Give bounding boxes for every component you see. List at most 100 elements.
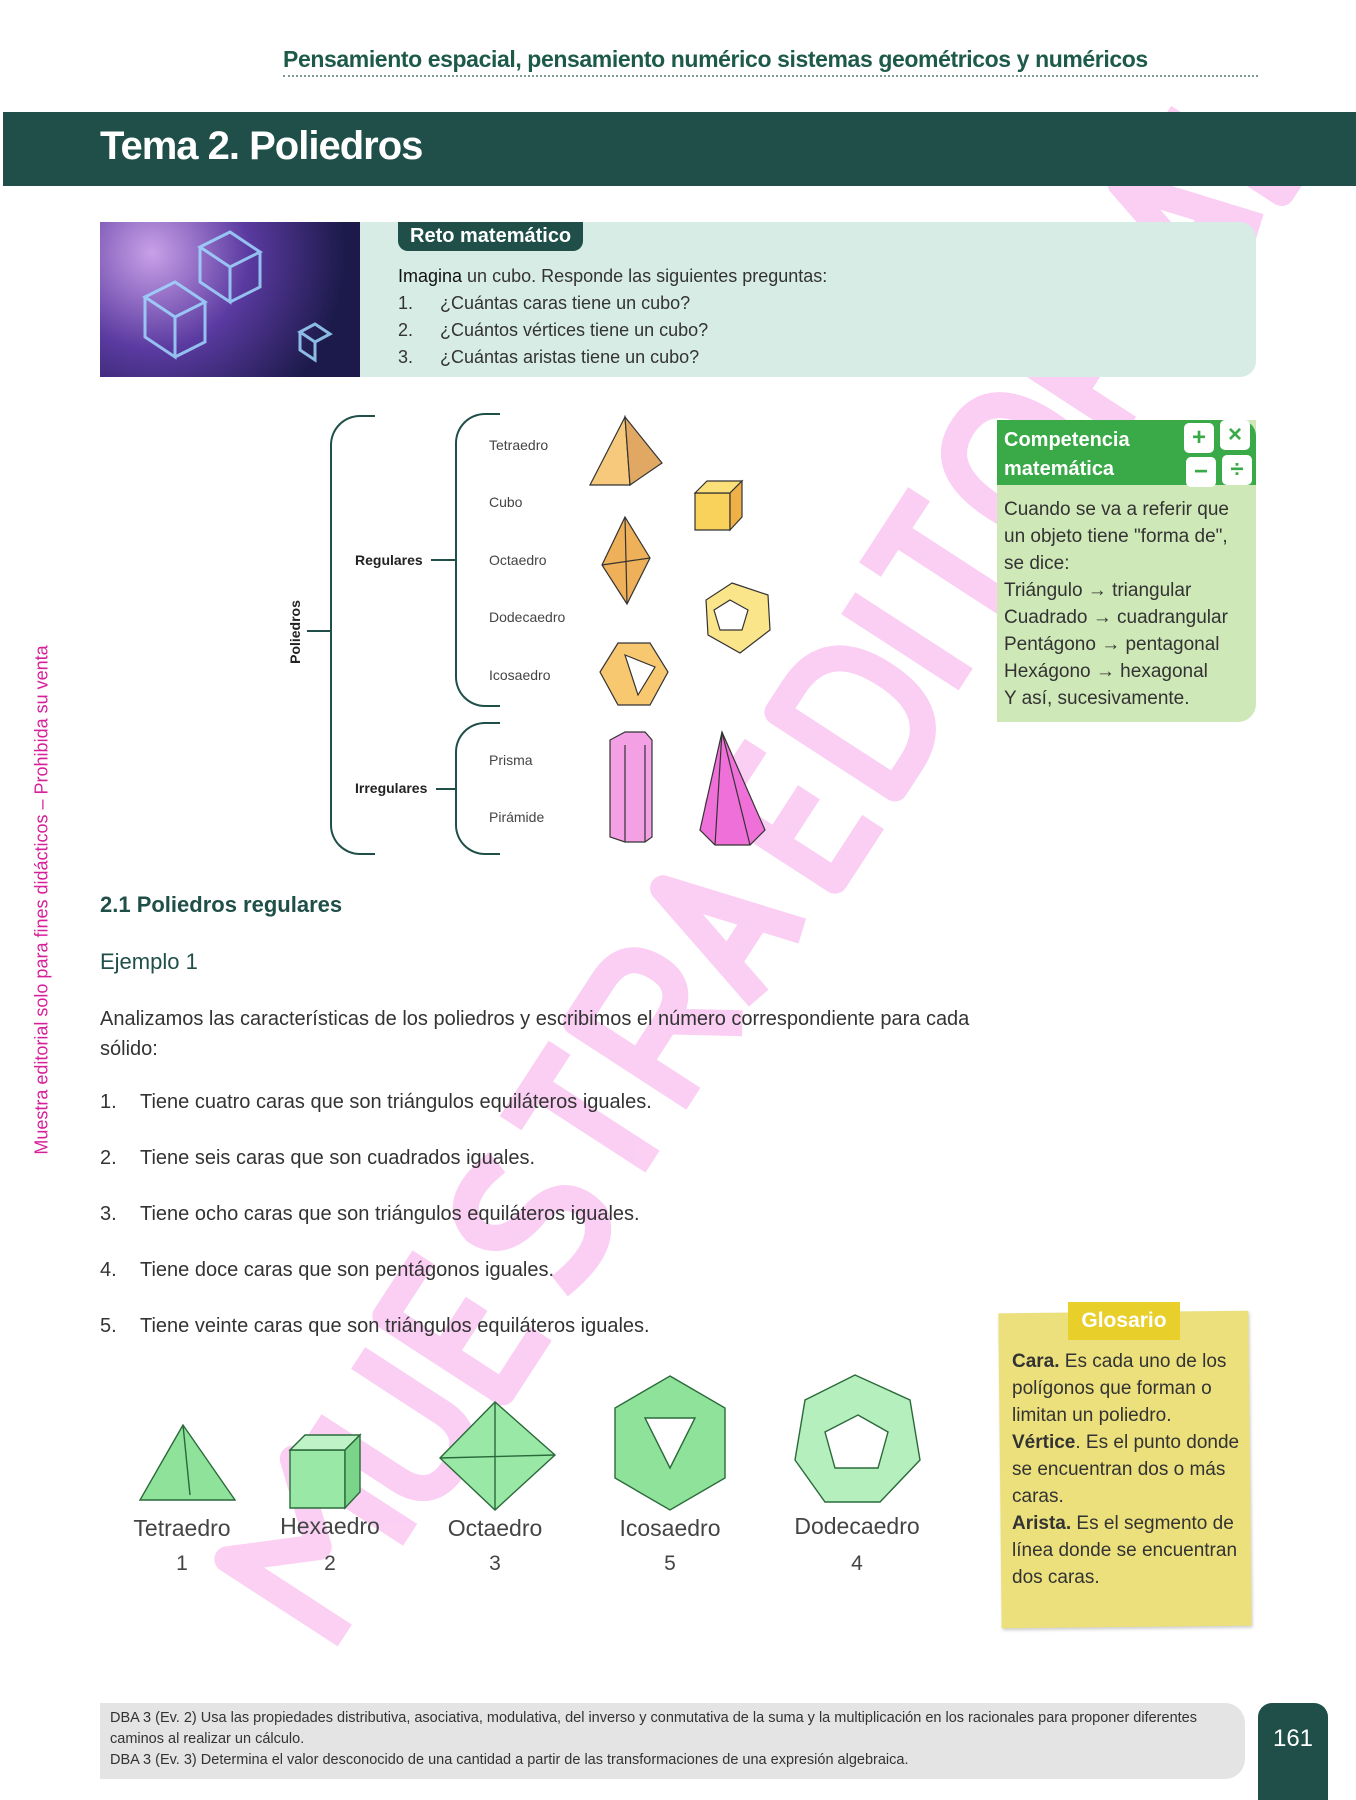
q-num: 1. (398, 293, 414, 313)
solid-name: Icosaedro (619, 1515, 721, 1541)
q-text: ¿Cuántos vértices tiene un cubo? (440, 320, 709, 340)
page-title: Tema 2. Poliedros (100, 124, 423, 168)
item-icosaedro: Icosaedro (489, 667, 551, 683)
intro-bold: Imagina (398, 266, 463, 286)
comp-line: Triángulo → triangular (1004, 580, 1192, 601)
competencia-header: Competencia matemática (997, 420, 1256, 485)
item-num: 3. (100, 1203, 117, 1225)
item-octaedro: Octaedro (489, 552, 547, 568)
title-banner: Tema 2. Poliedros (3, 112, 1356, 186)
question: 2. ¿Cuántos vértices tiene un cubo? (398, 320, 708, 341)
solid-name: Octaedro (447, 1515, 543, 1541)
solid-number: 5 (664, 1552, 676, 1575)
section-subtitle: Pensamiento espacial, pensamiento numéri… (283, 46, 1258, 77)
item-num: 5. (100, 1315, 117, 1337)
q-text: ¿Cuántas caras tiene un cubo? (440, 293, 691, 313)
tetrahedron-icon (589, 414, 663, 487)
dodecahedron-icon (794, 1374, 921, 1503)
octahedron-icon (601, 515, 651, 606)
item-cubo: Cubo (489, 494, 523, 510)
divide-icon: ÷ (1222, 455, 1252, 485)
competencia-body: Cuando se va a referir que un objeto tien… (1004, 496, 1229, 712)
minus-icon: − (1186, 457, 1216, 487)
comp-line: Cuadrado → cuadrangular (1004, 607, 1228, 628)
item-text: Tiene cuatro caras que son triángulos eq… (140, 1091, 652, 1113)
label-irregulares: Irregulares (355, 780, 428, 796)
comp-line: Pentágono → pentagonal (1004, 634, 1220, 655)
definition: . Es el punto donde se encuentran dos o … (1012, 1432, 1240, 1507)
brace-regulares (455, 413, 500, 707)
comp-line: un objeto tiene "forma de", (1004, 526, 1228, 547)
comp-title1: Competencia (1004, 429, 1130, 451)
comp-line: Y así, sucesivamente. (1004, 688, 1190, 709)
connector (436, 788, 455, 790)
prism-icon (609, 731, 653, 843)
solid-number: 3 (489, 1552, 501, 1575)
footer-dba: DBA 3 (Ev. 2) Usa las propiedades distri… (100, 1703, 1245, 1779)
question: 3. ¿Cuántas aristas tiene un cubo? (398, 347, 699, 368)
solid-name: Dodecaedro (794, 1513, 920, 1539)
dodecahedron-icon (705, 582, 771, 654)
solid-number: 1 (176, 1552, 188, 1575)
times-icon: × (1220, 420, 1250, 450)
octahedron-icon (439, 1401, 557, 1511)
list-item: 2. Tiene seis caras que son cuadrados igu… (100, 1147, 535, 1170)
q-num: 3. (398, 347, 414, 367)
item-num: 4. (100, 1259, 117, 1281)
page-number: 161 (1258, 1703, 1328, 1800)
item-text: Tiene veinte caras que son triángulos eq… (140, 1315, 650, 1337)
label-regulares: Regulares (355, 552, 423, 568)
connector (307, 630, 331, 632)
term: Arista. (1012, 1513, 1072, 1534)
item-text: Tiene doce caras que son pentágonos igua… (140, 1259, 554, 1281)
question: 1. ¿Cuántas caras tiene un cubo? (398, 293, 690, 314)
term: Vértice (1012, 1432, 1076, 1453)
glosario-entry: Cara. Es cada uno de los polígonos que f… (1012, 1348, 1242, 1429)
cube-icon (693, 479, 744, 532)
item-num: 2. (100, 1147, 117, 1169)
item-dodecaedro: Dodecaedro (489, 609, 566, 625)
item-prisma: Prisma (489, 752, 533, 768)
list-item: 1. Tiene cuatro caras que son triángulos … (100, 1091, 652, 1114)
glosario-tab: Glosario (1068, 1302, 1180, 1340)
instructions: Analizamos las características de los po… (100, 1008, 970, 1060)
pyramid-icon (699, 730, 766, 846)
brace-irregulares (455, 722, 500, 855)
dba-line: DBA 3 (Ev. 2) Usa las propiedades distri… (110, 1710, 1197, 1747)
comp-line: Cuando se va a referir que (1004, 499, 1229, 520)
q-text: ¿Cuántas aristas tiene un cubo? (440, 347, 700, 367)
reto-tab: Reto matemático (398, 222, 584, 251)
glosario-entry: Arista. Es el segmento de línea donde se… (1012, 1510, 1242, 1591)
side-disclaimer: Muestra editorial solo para fines didáct… (31, 645, 52, 1155)
glosario-entry: Vértice. Es el punto donde se encuentran… (1012, 1429, 1242, 1510)
solids-illustration (589, 414, 771, 846)
definition: Es cada uno de los polígonos que forman … (1012, 1351, 1227, 1426)
section-heading: 2.1 Poliedros regulares (100, 892, 343, 917)
list-item: 3.Tiene ocho caras que son triángulos eq… (100, 1203, 640, 1226)
definition: Es el segmento de línea donde se encuent… (1012, 1513, 1238, 1588)
comp-line: Hexágono → hexagonal (1004, 661, 1208, 682)
intro-rest: un cubo. Responde las siguientes pregunt… (462, 266, 828, 286)
item-num: 1. (100, 1091, 117, 1113)
comp-title2: matemática (1004, 458, 1115, 480)
term: Cara. (1012, 1351, 1060, 1372)
cubes-image (100, 222, 360, 377)
dba-line: DBA 3 (Ev. 3) Determina el valor descono… (110, 1752, 909, 1768)
item-tetraedro: Tetraedro (489, 437, 549, 453)
item-piramide: Pirámide (489, 809, 545, 825)
label-poliedros: Poliedros (287, 600, 303, 664)
item-text: Tiene seis caras que son cuadrados igual… (140, 1147, 536, 1169)
comp-line: se dice: (1004, 553, 1070, 574)
green-solids (138, 1374, 921, 1511)
solid-number: 2 (324, 1552, 336, 1575)
reto-intro: Imagina un cubo. Responde las siguientes… (398, 266, 827, 287)
solid-name: Hexaedro (280, 1513, 380, 1539)
brace-poliedros (330, 415, 375, 855)
q-num: 2. (398, 320, 414, 340)
wireframe-cubes-icon (142, 230, 333, 363)
example-heading: Ejemplo 1 (100, 949, 198, 974)
solid-name: Tetraedro (133, 1515, 231, 1541)
list-item: 5. Tiene veinte caras que son triángulos … (100, 1315, 650, 1338)
connector (431, 559, 455, 561)
icosahedron-icon (599, 642, 669, 706)
